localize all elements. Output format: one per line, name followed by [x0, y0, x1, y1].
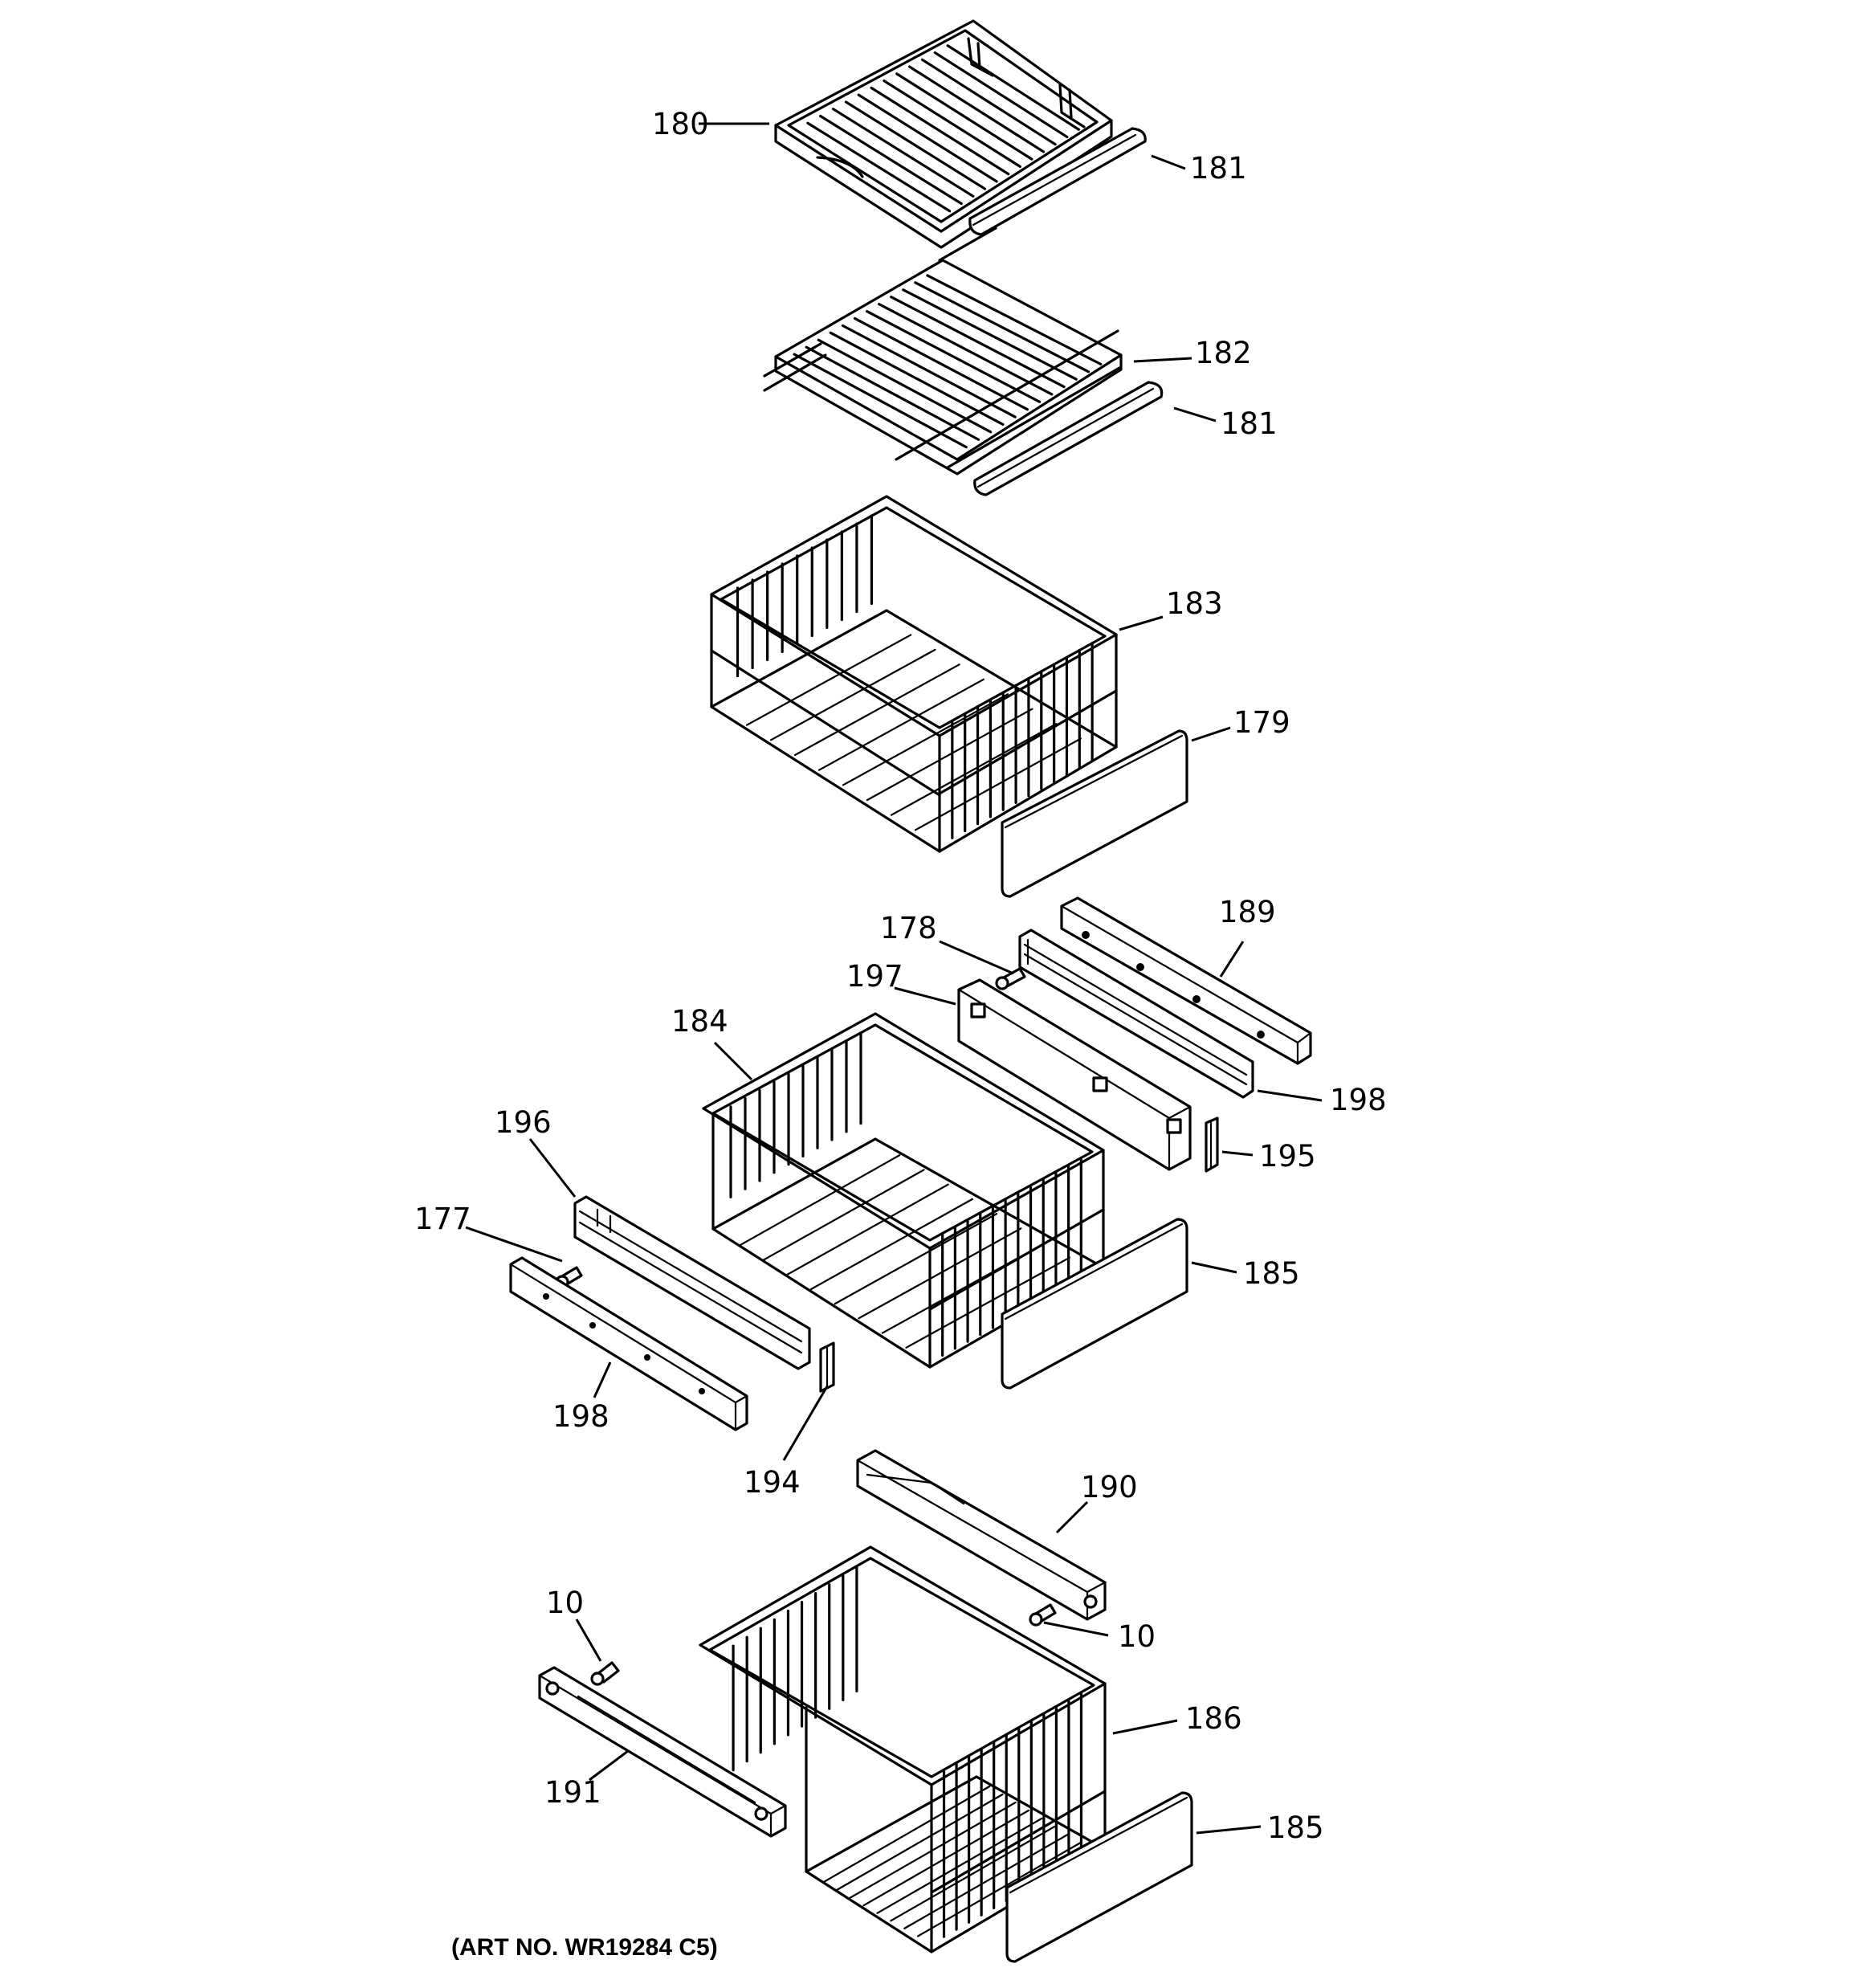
part-181-trim-strip-lower[interactable]: [973, 381, 1164, 496]
part-196-slide-rail[interactable]: [573, 1195, 811, 1370]
wire: [810, 1198, 973, 1290]
callout-180: 180: [652, 107, 709, 141]
wire: [933, 51, 1069, 139]
wire: [835, 1793, 1004, 1892]
callout-197: 197: [846, 959, 903, 994]
wire: [841, 324, 1017, 418]
wire: [890, 296, 1066, 389]
callout-190: 190: [1081, 1470, 1138, 1504]
wire: [821, 1785, 991, 1884]
wire: [895, 72, 1033, 161]
callout-185-upper: 185: [1243, 1256, 1300, 1291]
wire: [878, 303, 1054, 396]
wire: [902, 288, 1078, 381]
wire: [917, 1841, 1082, 1937]
part-10-screw-right[interactable]: [1029, 1603, 1057, 1627]
wire: [858, 1227, 1022, 1320]
part-179-front-panel[interactable]: [1001, 729, 1188, 898]
wire: [857, 93, 998, 183]
wire: [890, 1825, 1056, 1922]
wire: [805, 345, 980, 441]
wire: [870, 86, 1010, 176]
part-181-trim-strip-upper[interactable]: [968, 127, 1147, 236]
wire: [739, 1154, 901, 1247]
leader-lines: [465, 122, 1323, 1835]
callout-198-lower: 198: [552, 1399, 609, 1434]
wire: [883, 80, 1021, 168]
callout-178: 178: [880, 911, 937, 945]
wire: [745, 634, 912, 726]
part-186-wire-basket[interactable]: [699, 1545, 1107, 1953]
part-184-wire-basket[interactable]: [702, 1012, 1105, 1369]
wire: [834, 1213, 998, 1305]
part-198-slide-rail-upper[interactable]: [1018, 929, 1254, 1099]
wire: [905, 1256, 1070, 1349]
part-198-slide-rail-lower[interactable]: [509, 1256, 748, 1431]
callout-181-lower: 181: [1221, 406, 1278, 441]
part-178-screw[interactable]: [995, 967, 1026, 990]
part-194-end-clip[interactable]: [819, 1341, 835, 1393]
part-185-front-panel-upper[interactable]: [1001, 1218, 1188, 1390]
callout-198-upper: 198: [1330, 1083, 1387, 1117]
wire: [831, 108, 975, 198]
callout-186: 186: [1185, 1701, 1242, 1736]
part-189-rail-cover[interactable]: [1060, 896, 1312, 1065]
wire: [819, 114, 963, 206]
callout-labels: 180 181 182 181 183 179 178 189 197 184 …: [414, 107, 1387, 1845]
callout-196: 196: [495, 1105, 552, 1140]
wire: [908, 65, 1046, 153]
wire: [903, 1833, 1069, 1929]
wire: [876, 1817, 1043, 1914]
callout-184: 184: [671, 1004, 728, 1039]
wire: [817, 338, 993, 434]
wire: [829, 331, 1005, 427]
callout-194: 194: [744, 1465, 801, 1500]
part-180-wire-shelf[interactable]: [774, 19, 1113, 249]
part-197-mounting-bracket[interactable]: [957, 978, 1192, 1171]
part-190-rail-cover[interactable]: [856, 1449, 1107, 1621]
callout-181-upper: 181: [1190, 151, 1247, 186]
callout-179: 179: [1233, 705, 1290, 740]
callout-183: 183: [1166, 586, 1223, 621]
callout-182: 182: [1195, 336, 1252, 370]
wire: [763, 1169, 925, 1261]
wire: [881, 1242, 1046, 1334]
part-10-screw-left[interactable]: [590, 1661, 620, 1686]
part-182-wire-shelf[interactable]: [763, 227, 1123, 476]
art-number: (ART NO. WR19284 C5): [451, 1934, 718, 1961]
wire: [920, 58, 1057, 146]
callout-185-lower: 185: [1267, 1810, 1324, 1845]
wire: [866, 708, 1033, 802]
wire: [946, 44, 1080, 131]
wire: [865, 309, 1042, 403]
wire: [849, 1801, 1017, 1899]
wire: [793, 353, 968, 449]
wire: [862, 1809, 1029, 1907]
callout-191: 191: [544, 1775, 601, 1810]
wire: [793, 663, 960, 757]
part-191-front-rail[interactable]: [538, 1666, 787, 1838]
callout-189: 189: [1219, 895, 1276, 929]
wire: [926, 274, 1103, 365]
wire: [853, 316, 1029, 411]
callout-10-right: 10: [1118, 1619, 1156, 1654]
wire: [842, 693, 1009, 786]
part-195-end-clip[interactable]: [1205, 1116, 1219, 1173]
callout-177: 177: [414, 1202, 471, 1236]
wire: [844, 100, 987, 190]
wire: [914, 281, 1090, 374]
wire: [769, 648, 936, 741]
wire: [914, 737, 1082, 831]
wire: [890, 723, 1058, 816]
part-185-front-panel-lower[interactable]: [1005, 1791, 1193, 1963]
part-183-wire-basket[interactable]: [710, 495, 1118, 853]
wire: [786, 1183, 949, 1276]
callout-195: 195: [1259, 1139, 1316, 1174]
callout-10-left: 10: [546, 1586, 584, 1620]
wire: [806, 121, 952, 213]
wire: [817, 678, 984, 771]
